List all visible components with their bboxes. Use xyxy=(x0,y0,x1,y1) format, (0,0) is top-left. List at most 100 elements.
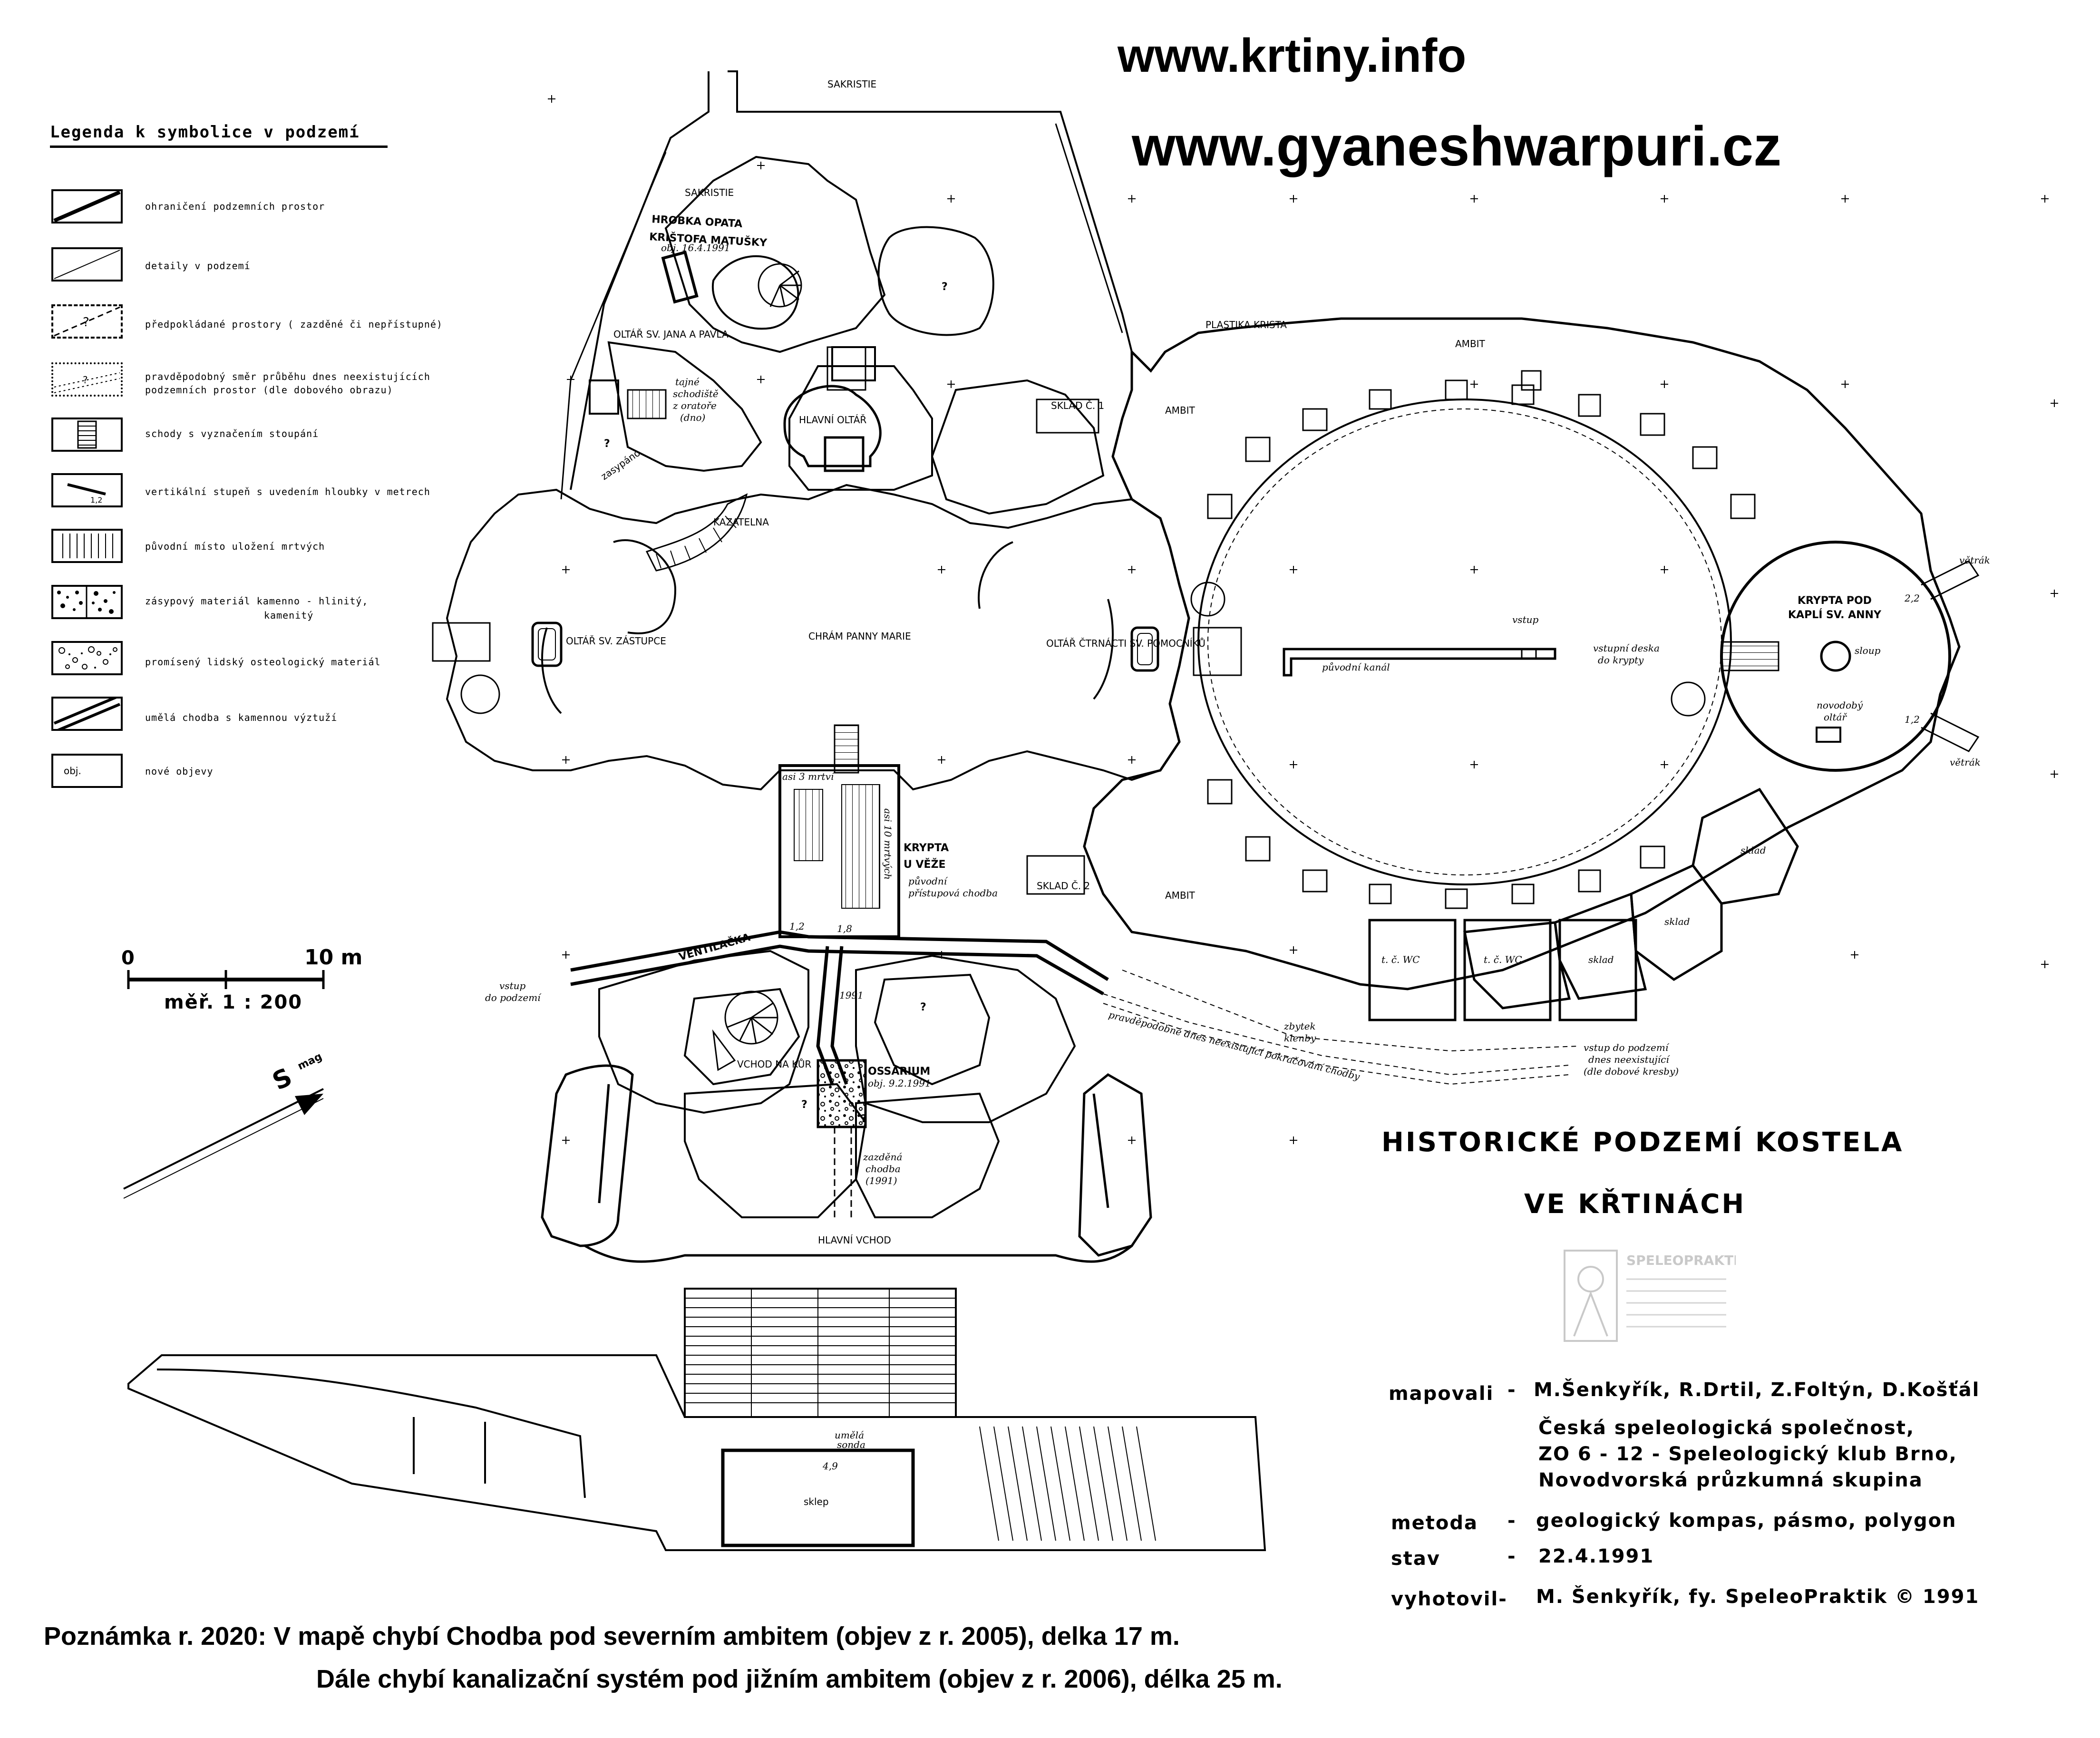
label-novodoby-2: oltář xyxy=(1824,711,1847,723)
storage-rooms xyxy=(1368,787,1799,1021)
label-vetrak-2: větrák xyxy=(1950,757,1981,768)
legend-title: Legenda k symbolice v podzemí xyxy=(50,123,360,142)
scale-zero: 0 xyxy=(121,947,135,969)
label-sklad-1: SKLAD Č. 1 xyxy=(1051,400,1104,411)
label-hrobka-3: obj. 16.4.1991 xyxy=(661,242,730,253)
label-deset-mrtvych: asi 10 mrtvých xyxy=(882,808,894,880)
pulpit-stair xyxy=(645,493,748,572)
scale-ten: 10 m xyxy=(304,945,363,970)
legend-underline xyxy=(50,146,388,148)
spiral-stair-bottom xyxy=(712,990,778,1071)
metoda-value: geologický kompas, pásmo, polygon xyxy=(1536,1510,1957,1532)
label-vstup-dobove-2: dnes neexistující xyxy=(1588,1054,1670,1065)
note-line2: Dále chybí kanalizační systém pod jižním… xyxy=(316,1665,1283,1693)
probable-passage xyxy=(1103,970,1579,1085)
nave-side-rooms xyxy=(432,582,1242,714)
org-line1: Česká speleologická společnost, xyxy=(1538,1417,1915,1439)
label-vchod-kur: VCHOD NA KŮR xyxy=(737,1058,811,1070)
label-vstup-podzemi-1: vstup xyxy=(499,980,525,991)
legend-symbol-detail xyxy=(51,247,123,282)
abbot-coffin xyxy=(661,250,699,304)
legend-symbol-step: 1,2 xyxy=(51,473,123,507)
stav-dash: - xyxy=(1507,1545,1517,1567)
label-tajne-1: tajné xyxy=(675,376,700,388)
label-novodoby-1: novodobý xyxy=(1817,699,1863,711)
label-krypta-anny-2: KAPLÍ SV. ANNY xyxy=(1788,609,1882,621)
ossuary xyxy=(817,1059,867,1128)
secret-staircase xyxy=(589,379,667,419)
stav-value: 22.4.1991 xyxy=(1538,1545,1654,1567)
url-krtiny: www.krtiny.info xyxy=(1118,29,1467,82)
main-altar xyxy=(783,346,882,472)
label-ambit-bottom: AMBIT xyxy=(1165,890,1196,901)
legend-symbol-burial xyxy=(51,529,123,563)
north-arrow xyxy=(123,1088,324,1199)
label-zasypano: zasypáno xyxy=(599,447,642,482)
legend-symbol-rubble xyxy=(51,585,123,619)
label-umela-sonda-1: umělá xyxy=(835,1429,864,1441)
label-zazdena-1: zazděná xyxy=(863,1151,902,1163)
label-tajne-3: z oratoře xyxy=(672,400,717,411)
speleopraktik-stamp: SPELEOPRAKTIK xyxy=(1555,1246,1750,1346)
legend-label: detaily v podzemí xyxy=(145,260,251,272)
label-ossarium-1: OSSARIUM xyxy=(868,1066,930,1078)
map-labels: SAKRISTIE SAKRISTIE HROBKA OPATA KRIŠTOF… xyxy=(485,78,1990,1507)
label-question-2: ? xyxy=(604,438,610,450)
svg-text:?: ? xyxy=(83,374,88,386)
side-altar-left xyxy=(531,621,563,667)
label-wc-1: t. č. WC xyxy=(1381,954,1420,965)
scale-bar xyxy=(127,970,325,989)
label-vetrak-1: větrák xyxy=(1959,554,1990,566)
legend-label: nové objevy xyxy=(145,766,214,777)
label-hlavni-vchod: HLAVNÍ VCHOD xyxy=(818,1234,891,1246)
st-anne-crypt xyxy=(1671,541,1980,772)
label-vstupni-deska-1: vstupní deska xyxy=(1593,642,1660,654)
spiral-stair-top xyxy=(758,263,802,308)
metoda-label: metoda xyxy=(1391,1512,1478,1534)
legend-symbol-bones xyxy=(51,641,123,675)
stamp-name: SPELEOPRAKTIK xyxy=(1626,1253,1736,1268)
label-plastika: PLASTIKA KRISTA xyxy=(1206,319,1287,330)
label-pravdepodobne: pravděpodobné dnes neexistující pokračov… xyxy=(1108,1009,1361,1083)
org-line2: ZO 6 - 12 - Speleologický klub Brno, xyxy=(1538,1443,1957,1465)
legend-label: umělá chodba s kamennou výztuží xyxy=(145,712,338,723)
tomb-rooms xyxy=(607,155,1105,515)
label-vstup-podzemi-2: do podzemí xyxy=(485,992,542,1003)
grid-marks xyxy=(548,95,2058,1144)
label-hlavni-oltar: HLAVNÍ OLTÁŘ xyxy=(799,414,866,426)
label-question-4: ? xyxy=(801,1099,807,1111)
church-facade xyxy=(541,1064,1152,1263)
legend-label: kamenitý xyxy=(264,610,314,621)
label-oltar-left: OLTÁŘ SV. ZÁSTUPCE xyxy=(566,635,666,647)
vyhotovil-value: M. Šenkyřík, fy. SpeleoPraktik © 1991 xyxy=(1536,1586,1980,1608)
label-step-4: 1,2 xyxy=(1905,714,1920,725)
label-oltar-right: OLTÁŘ ČTRNÁCTI SV. POMOCNÍKŮ xyxy=(1046,638,1206,649)
label-tajne-4: (dno) xyxy=(680,412,705,423)
legend-label: podzemních prostor (dle dobového obrazu) xyxy=(145,384,393,396)
ambit-pillars xyxy=(1026,370,1756,909)
label-zbytek-1: zbytek xyxy=(1283,1020,1316,1032)
mapovali-value: M.Šenkyřík, R.Drtil, Z.Foltýn, D.Košťál xyxy=(1534,1379,1980,1401)
label-question-5: ? xyxy=(861,1113,867,1125)
label-chram: CHRÁM PANNY MARIE xyxy=(808,631,911,642)
org-line3: Novodvorská průzkumná skupina xyxy=(1538,1469,1923,1491)
legend-label: zásypový materiál kamenno - hlinitý, xyxy=(145,595,369,607)
label-sklad-b: sklad xyxy=(1664,916,1690,927)
original-channel xyxy=(1283,648,1556,677)
sacristy-area xyxy=(560,70,1133,500)
label-zazdena-3: (1991) xyxy=(865,1175,897,1186)
label-wc-2: t. č. WC xyxy=(1484,954,1522,965)
label-sklep: sklep xyxy=(804,1496,829,1507)
legend-symbol-probable: ? xyxy=(51,362,123,397)
label-sklad-2: SKLAD Č. 2 xyxy=(1037,880,1090,892)
mapovali-dash: - xyxy=(1507,1379,1517,1401)
metoda-dash: - xyxy=(1507,1510,1517,1532)
scale-ratio: měř. 1 : 200 xyxy=(164,991,303,1013)
legend-label: vertikální stupeň s uvedením hloubky v m… xyxy=(145,486,430,497)
legend-label: schody s vyznačením stoupání xyxy=(145,428,319,439)
label-zazdena-2: chodba xyxy=(865,1163,901,1175)
label-oltar-jana: OLTÁŘ SV. JANA A PAVLA xyxy=(613,329,729,340)
label-question-1: ? xyxy=(942,281,948,293)
legend-symbol-assumed: ? xyxy=(51,304,123,339)
